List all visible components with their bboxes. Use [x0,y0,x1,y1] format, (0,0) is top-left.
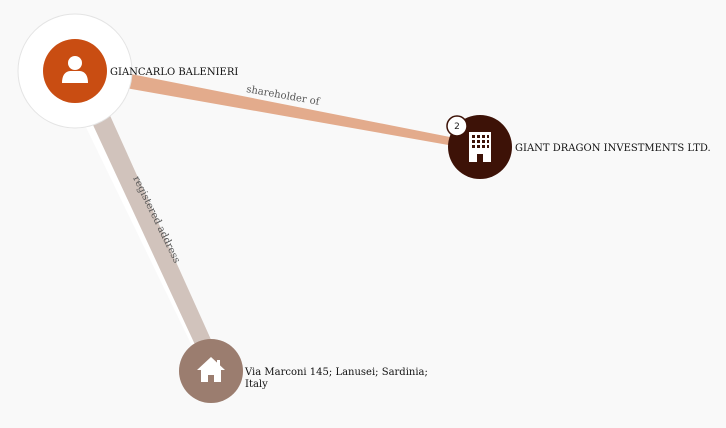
node-label-person: GIANCARLO BALENIERI [110,67,238,78]
count-badge: 2 [446,115,468,137]
node-label-company: GIANT DRAGON INVESTMENTS LTD. [515,143,711,154]
edge-registered-address[interactable] [74,80,213,349]
node-company[interactable]: 2 GIANT DRAGON INVESTMENTS LTD. [446,115,711,179]
node-person[interactable]: GIANCARLO BALENIERI [17,13,238,129]
building-icon [469,132,491,162]
node-address[interactable]: Via Marconi 145; Lanusei; Sardinia; Ital… [179,339,428,403]
node-label-address: Via Marconi 145; Lanusei; Sardinia; [244,367,428,378]
node-label-address-line2: Italy [245,379,268,390]
person-icon [62,56,88,83]
edge-shareholder-of[interactable] [75,63,455,146]
house-icon [197,357,225,382]
svg-text:2: 2 [454,122,460,132]
